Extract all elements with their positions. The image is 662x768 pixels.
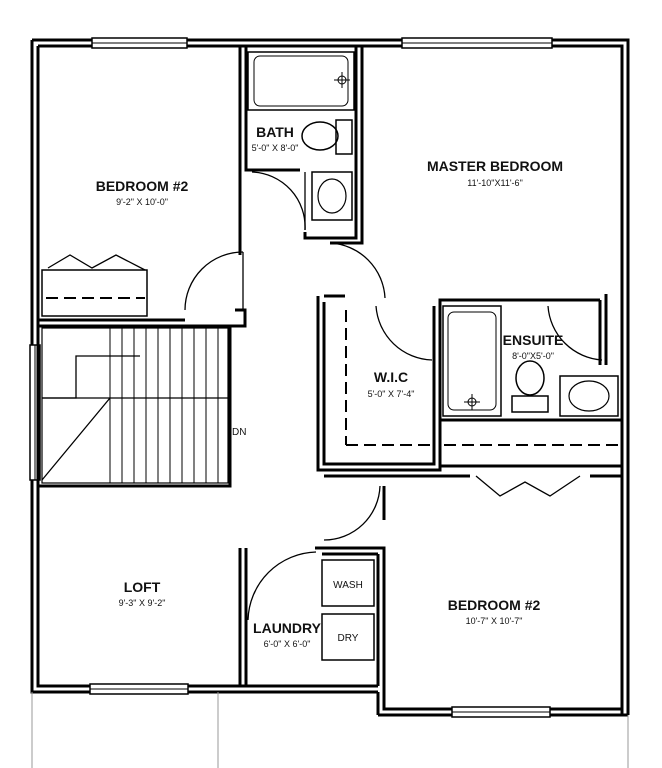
lower-continuation [31,692,629,768]
loft-dims: 9'-3" X 9'-2" [119,598,166,608]
loft-name: LOFT [124,579,161,595]
stairs [41,327,229,484]
bath-name: BATH [256,124,294,140]
laundry-name: LAUNDRY [253,620,322,636]
bath-dims: 5'-0" X 8'-0" [252,143,299,153]
wic-dims: 5'-0" X 7'-4" [368,389,415,399]
ensuite-name: ENSUITE [503,332,564,348]
bedroom2-bottom-dims: 10'-7" X 10'-7" [466,616,523,626]
laundry-dims: 6'-0" X 6'-0" [264,639,311,649]
bedroom2-top-dims: 9'-2" X 10'-0" [116,197,168,207]
bath-fixtures [247,51,355,221]
laundry-fixtures [321,559,375,661]
bedroom2-top-name: BEDROOM #2 [96,178,189,194]
master-bedroom-dims: 11'-10"X11'-6" [467,178,523,188]
ensuite-dims: 8'-0"X5'-0" [512,351,554,361]
washer-label: WASH [333,580,363,591]
master-bedroom-name: MASTER BEDROOM [427,158,563,174]
dryer-label: DRY [338,633,359,644]
wic-name: W.I.C [374,369,408,385]
closet-shelves [41,269,618,446]
stairs-direction-label: DN [232,427,246,438]
ensuite-fixtures [442,305,619,417]
doors [47,171,603,621]
bedroom2-bottom-name: BEDROOM #2 [448,597,541,613]
interior-walls [36,46,622,686]
windows [29,37,553,718]
